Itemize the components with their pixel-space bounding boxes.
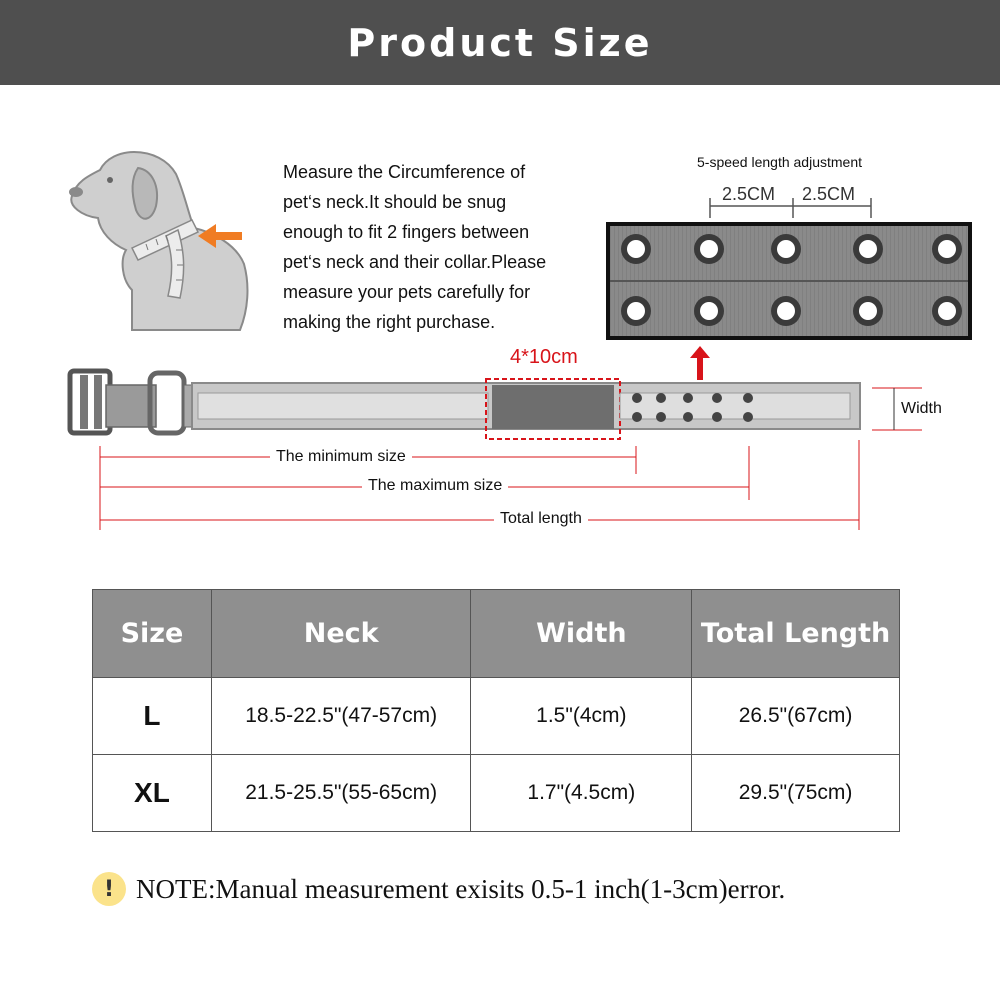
spacing-brackets [709,198,872,218]
neck-cell: 21.5-25.5"(55-65cm) [210,754,472,832]
page-title: Product Size [347,20,653,65]
instruction-line: enough to fit 2 fingers between [283,222,530,242]
velcro-size-label: 4*10cm [510,346,578,368]
neck-cell: 18.5-22.5"(47-57cm) [210,677,472,755]
instruction-line: making the right purchase. [283,312,496,332]
instruction-line: pet‘s neck.It should be snug [283,192,507,212]
total-length-label: Total length [494,510,588,528]
column-header-width: Width [470,589,693,678]
instruction-line: measure your pets carefully for [283,282,531,302]
spacing-right-label: 2.5CM [802,184,856,204]
width-dimension-label: Width [901,400,942,417]
width-cell: 1.7"(4.5cm) [470,754,693,832]
size-cell: XL [92,754,212,832]
measurement-note: ! NOTE:Manual measurement exisits 0.5-1 … [92,872,785,906]
total-length-cell: 26.5"(67cm) [691,677,900,755]
minimum-size-label: The minimum size [270,448,412,466]
measure-instructions: Measure the Circumference of pet‘s neck.… [283,157,593,337]
instruction-line: pet‘s neck and their collar.Please [283,252,547,272]
instruction-line: Measure the Circumference of [283,162,526,182]
size-cell: L [92,677,212,755]
table-header-row: Size Neck Width Total Length [92,589,900,678]
width-bracket [872,387,922,431]
column-header-neck: Neck [210,589,472,678]
size-table: Size Neck Width Total Length L 18.5-22.5… [92,589,900,832]
adjustment-label: 5-speed length adjustment [697,154,862,170]
header-bar: Product Size [0,0,1000,85]
dog-measure-illustration [69,150,249,331]
collar-illustration [67,368,861,440]
maximum-size-label: The maximum size [362,477,509,495]
width-cell: 1.5"(4cm) [470,677,693,755]
spacing-left-label: 2.5CM [722,184,776,204]
warning-icon: ! [92,872,126,906]
table-row: L 18.5-22.5"(47-57cm) 1.5"(4cm) 26.5"(67… [92,677,900,755]
note-text: NOTE:Manual measurement exisits 0.5-1 in… [136,873,786,904]
arrow-up-icon [690,346,710,380]
strap-closeup [606,222,972,340]
column-header-size: Size [92,589,212,678]
table-row: XL 21.5-25.5"(55-65cm) 1.7"(4.5cm) 29.5"… [92,754,900,832]
total-length-cell: 29.5"(75cm) [691,754,900,832]
column-header-total-length: Total Length [691,589,900,678]
